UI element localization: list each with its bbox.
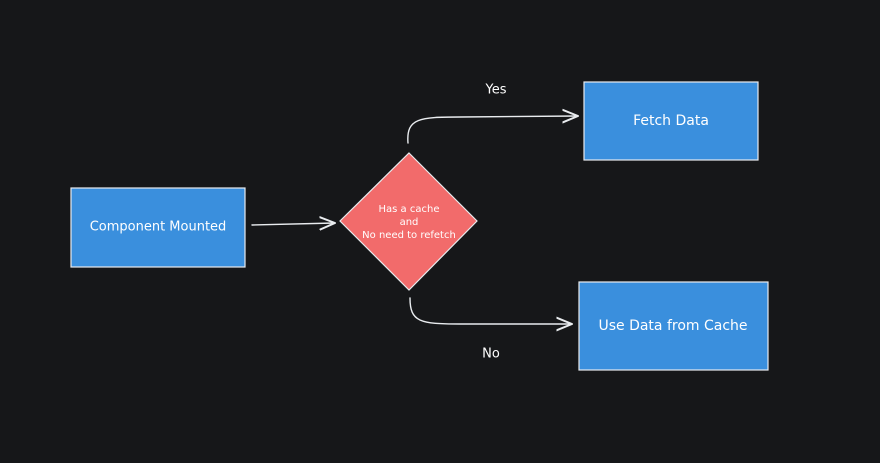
decision-node: Has a cache and No need to refetch	[339, 152, 478, 291]
arrow-no	[409, 297, 572, 324]
fetch-data-box	[583, 81, 759, 161]
decision-label-line2: and	[400, 217, 419, 228]
use-data-from-cache-label: Use Data from Cache	[598, 318, 747, 334]
use-data-from-cache-node: Use Data from Cache	[578, 281, 769, 371]
use-data-from-cache-box	[578, 281, 769, 371]
arrow-yes	[407, 116, 578, 144]
component-mounted-node: Component Mounted	[70, 187, 246, 268]
fetch-data-node: Fetch Data	[583, 81, 759, 161]
arrow-start-to-decision	[251, 223, 335, 225]
component-mounted-box	[70, 187, 246, 268]
no-label: No	[482, 347, 500, 362]
yes-label: Yes	[485, 83, 507, 98]
fetch-data-label: Fetch Data	[633, 113, 709, 129]
decision-label-line3: No need to refetch	[362, 230, 456, 241]
component-mounted-label: Component Mounted	[90, 220, 227, 235]
decision-label-line1: Has a cache	[379, 204, 440, 215]
decision-diamond	[339, 152, 478, 291]
